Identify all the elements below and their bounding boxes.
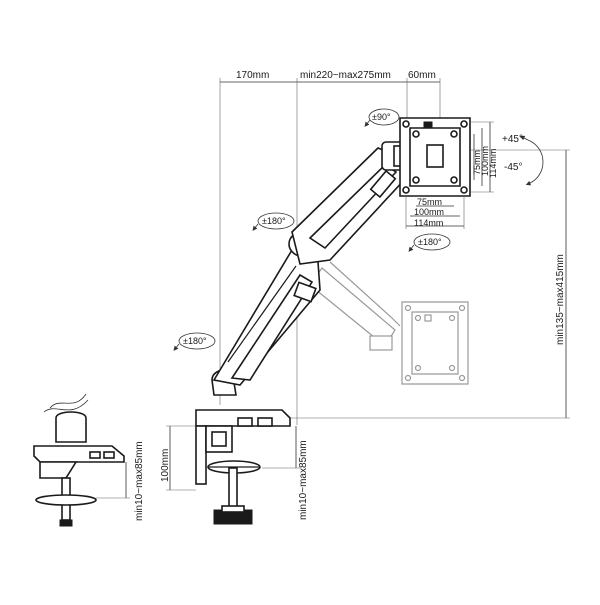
vesa-height-dimensions bbox=[470, 121, 494, 193]
small-clamp-illustration bbox=[33, 393, 125, 527]
desk-clamp bbox=[195, 409, 291, 525]
label-clamp-height: 100mm bbox=[160, 449, 171, 482]
swivel-base-badge bbox=[173, 332, 216, 351]
clamp-range-left-dimension bbox=[96, 462, 130, 499]
label-top-offset: 170mm bbox=[236, 70, 269, 81]
label-vesa-h3: 114mm bbox=[488, 149, 498, 178]
label-vesa-w1: 75mm bbox=[417, 197, 442, 207]
vesa-width-dimensions bbox=[405, 196, 465, 229]
vesa-plate bbox=[399, 117, 471, 197]
height-dimension-line bbox=[290, 149, 570, 419]
label-vesa-h2: 100mm bbox=[480, 146, 490, 176]
clamp-range-right-dimension bbox=[262, 426, 300, 469]
label-swivel-elbow: ±180° bbox=[262, 216, 286, 226]
swivel-elbow-badge bbox=[252, 212, 295, 231]
rotate-plate-badge bbox=[364, 108, 400, 127]
label-rotate-plate: ±90° bbox=[372, 112, 391, 122]
arm-assembly bbox=[211, 141, 413, 396]
label-tilt-down: -45° bbox=[504, 162, 522, 173]
label-height-range: min135~max415mm bbox=[555, 254, 566, 345]
label-swivel-head: ±180° bbox=[418, 237, 442, 247]
clamp-height-dimension bbox=[166, 425, 196, 491]
label-tilt-up: +45° bbox=[502, 134, 523, 145]
label-vesa-h1: 75mm bbox=[472, 150, 482, 175]
label-swivel-base: ±180° bbox=[183, 336, 207, 346]
label-plate-offset: 60mm bbox=[408, 70, 436, 81]
label-arm-span: min220~max275mm bbox=[300, 70, 391, 81]
swivel-head-badge bbox=[408, 233, 451, 252]
label-clamp-range-left: min10~max85mm bbox=[134, 441, 145, 521]
ghost-arm-position bbox=[309, 261, 469, 385]
label-vesa-w2: 100mm bbox=[414, 207, 444, 217]
label-clamp-range-right: min10~max85mm bbox=[298, 440, 309, 520]
label-vesa-w3: 114mm bbox=[414, 218, 443, 228]
tilt-arrow-icon bbox=[519, 135, 544, 186]
